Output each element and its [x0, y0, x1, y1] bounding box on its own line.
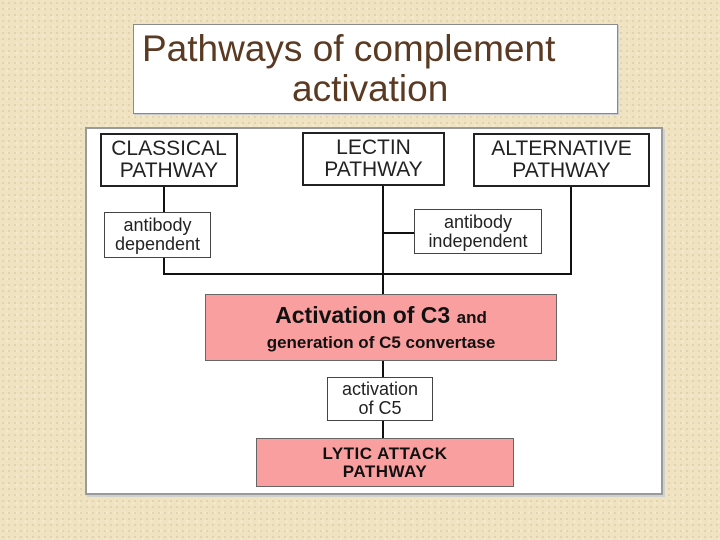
c3-activation-line-2: generation of C5 convertase	[266, 333, 496, 352]
alternative-pathway-line-1: ALTERNATIVE	[491, 136, 632, 160]
lytic-attack-line-1: LYTIC ATTACK	[322, 443, 448, 463]
connector-classical-to-dependent	[163, 186, 165, 213]
lectin-pathway-line-2: PATHWAY	[324, 158, 423, 181]
classical-pathway-line-1: CLASSICAL	[111, 136, 227, 160]
antibody-independent-line-2: independent	[428, 230, 528, 251]
antibody-dependent-line-1: antibody	[123, 215, 192, 236]
c5-activation-line-1: activation	[341, 379, 419, 400]
c3-activation-line-1: Activation of C3 and	[275, 301, 487, 332]
title-line-2: activation	[292, 68, 449, 109]
connector-dependent-to-c3-vertical	[163, 258, 165, 275]
lectin-pathway-box: LECTIN PATHWAY	[302, 132, 445, 186]
antibody-independent-box: antibody independent	[414, 209, 542, 254]
c5-activation-box: activation of C5	[327, 377, 433, 421]
antibody-independent-line-1: antibody	[443, 211, 513, 232]
title-box: Pathways of complement activation	[133, 24, 618, 114]
classical-pathway-box: CLASSICAL PATHWAY	[100, 133, 238, 187]
connector-c5-to-lytic	[382, 421, 384, 438]
connector-alternative-to-bottom	[570, 187, 572, 275]
c5-activation-line-2: of C5	[358, 398, 402, 418]
connector-independent-horizontal	[383, 232, 415, 234]
c3-activation-box: Activation of C3 and generation of C5 co…	[205, 294, 557, 361]
antibody-dependent-line-2: dependent	[114, 234, 201, 254]
lytic-attack-line-2: PATHWAY	[342, 461, 428, 481]
c3-activation-suffix: and	[456, 308, 487, 327]
title-line-1: Pathways of complement	[142, 28, 556, 69]
connector-lectin-to-c3	[382, 186, 384, 294]
connector-bottom-horizontal	[163, 273, 572, 275]
antibody-dependent-box: antibody dependent	[104, 212, 211, 258]
lectin-pathway-line-1: LECTIN	[336, 135, 411, 159]
alternative-pathway-line-2: PATHWAY	[512, 159, 611, 182]
classical-pathway-line-2: PATHWAY	[119, 159, 219, 182]
c3-activation-main: Activation of C3	[275, 302, 451, 328]
lytic-attack-pathway-box: LYTIC ATTACK PATHWAY	[256, 438, 514, 487]
alternative-pathway-box: ALTERNATIVE PATHWAY	[473, 133, 650, 187]
connector-c3-to-c5	[382, 361, 384, 378]
